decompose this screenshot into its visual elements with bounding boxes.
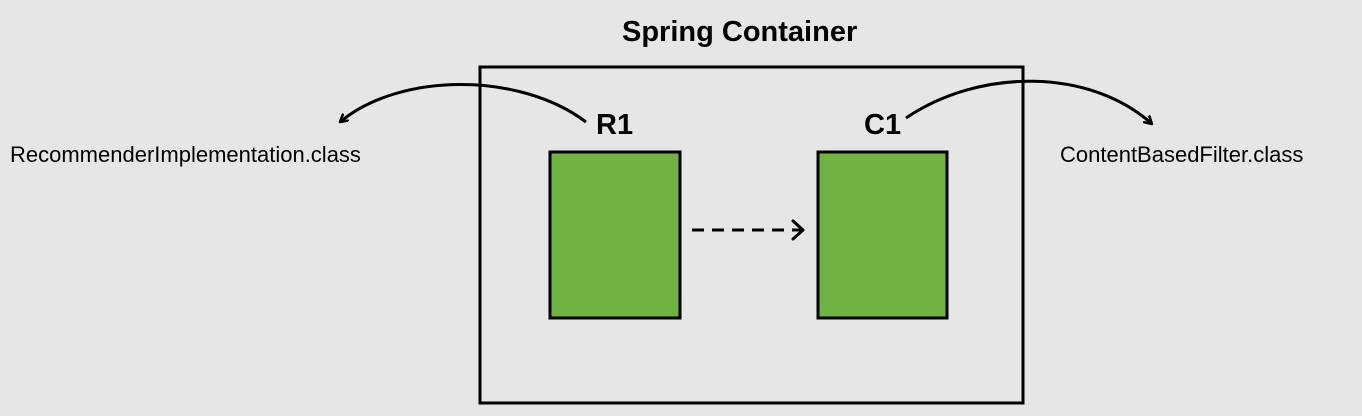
diagram-title: Spring Container — [622, 16, 858, 48]
bean-r1-label: R1 — [596, 109, 634, 141]
bean-r1-box — [548, 150, 682, 320]
c1-class-arrow — [905, 79, 1152, 124]
content-filter-class-label: ContentBasedFilter.class — [1060, 142, 1304, 167]
spring-container-box — [478, 65, 1025, 405]
bean-c1-box — [816, 150, 949, 320]
recommender-class-label: RecommenderImplementation.class — [10, 142, 361, 167]
bean-c1-label: C1 — [864, 109, 902, 141]
dependency-arrow-head — [791, 219, 805, 241]
r1-class-arrow — [340, 83, 587, 123]
